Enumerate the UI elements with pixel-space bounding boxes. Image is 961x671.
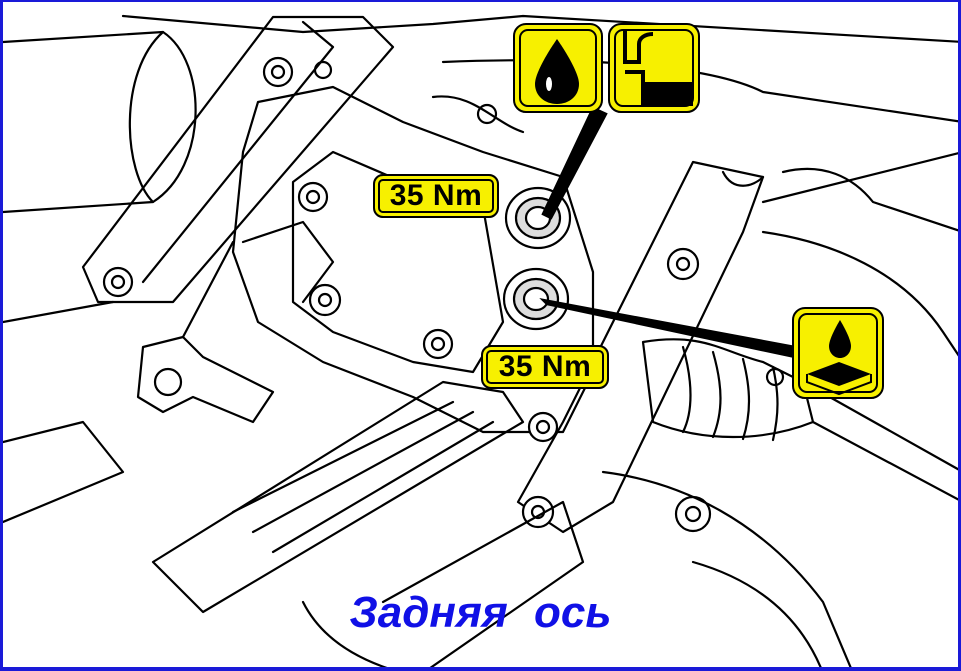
torque-label-fill-plug: 35 Nm [373,174,499,218]
stabilizer-link [136,335,275,424]
rear-axle-drawing [3,14,958,667]
torque-label-drain-plug: 35 Nm [481,345,609,389]
leader-upper [541,106,608,220]
bolt [102,266,134,298]
fill-level-icon [608,23,700,113]
bolt [308,283,342,317]
bolt [297,181,329,213]
bolt [262,56,294,88]
differential-housing [231,85,595,434]
bolt [422,328,454,360]
drain-oil-icon [792,307,884,399]
left-bracket [81,15,395,304]
oil-drop-icon [513,23,603,113]
bolt [527,411,559,443]
bolt [666,247,700,281]
right-bracket [516,160,765,534]
caption: Задняя ось [349,588,612,637]
propeller-shaft [3,30,197,214]
cross-member [151,380,525,614]
